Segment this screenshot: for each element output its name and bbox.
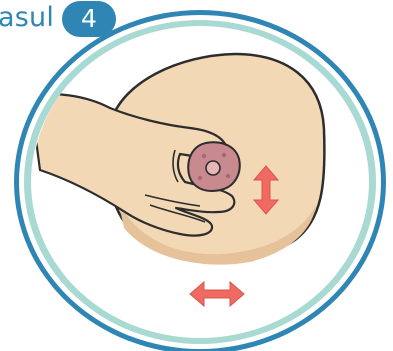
step-label: asul bbox=[0, 1, 54, 35]
nipple bbox=[206, 161, 220, 175]
areola-dot-1 bbox=[202, 154, 206, 158]
areola-dot-2 bbox=[222, 153, 226, 157]
step-number-badge: 4 bbox=[62, 1, 116, 37]
areola-group bbox=[188, 142, 240, 191]
areola-dot-4 bbox=[198, 176, 202, 180]
areola-dot-3 bbox=[226, 174, 230, 178]
